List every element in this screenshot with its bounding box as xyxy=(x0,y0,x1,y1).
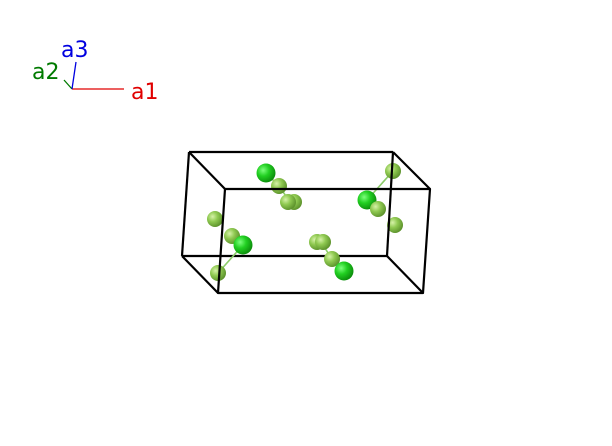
atom[interactable] xyxy=(210,265,226,281)
atoms xyxy=(207,163,403,281)
atom[interactable] xyxy=(271,178,287,194)
unit-cell-back xyxy=(180,150,393,258)
atom[interactable] xyxy=(324,251,340,267)
axis-a3-line xyxy=(71,61,77,90)
unit-cell-front xyxy=(181,151,432,295)
axis-a3-label: a3 xyxy=(61,38,88,63)
atom[interactable] xyxy=(334,261,354,281)
atom[interactable] xyxy=(280,194,296,210)
atom[interactable] xyxy=(233,235,253,255)
atom[interactable] xyxy=(315,234,331,250)
atom[interactable] xyxy=(256,163,276,183)
atom[interactable] xyxy=(370,201,386,217)
axis-a2-label: a2 xyxy=(32,60,59,85)
atom[interactable] xyxy=(387,217,403,233)
bonds xyxy=(217,170,394,274)
atom[interactable] xyxy=(207,211,223,227)
axis-a2-line xyxy=(63,79,73,90)
axes-triad: a1 a2 a3 xyxy=(32,38,158,105)
axis-a1-label: a1 xyxy=(131,80,158,105)
